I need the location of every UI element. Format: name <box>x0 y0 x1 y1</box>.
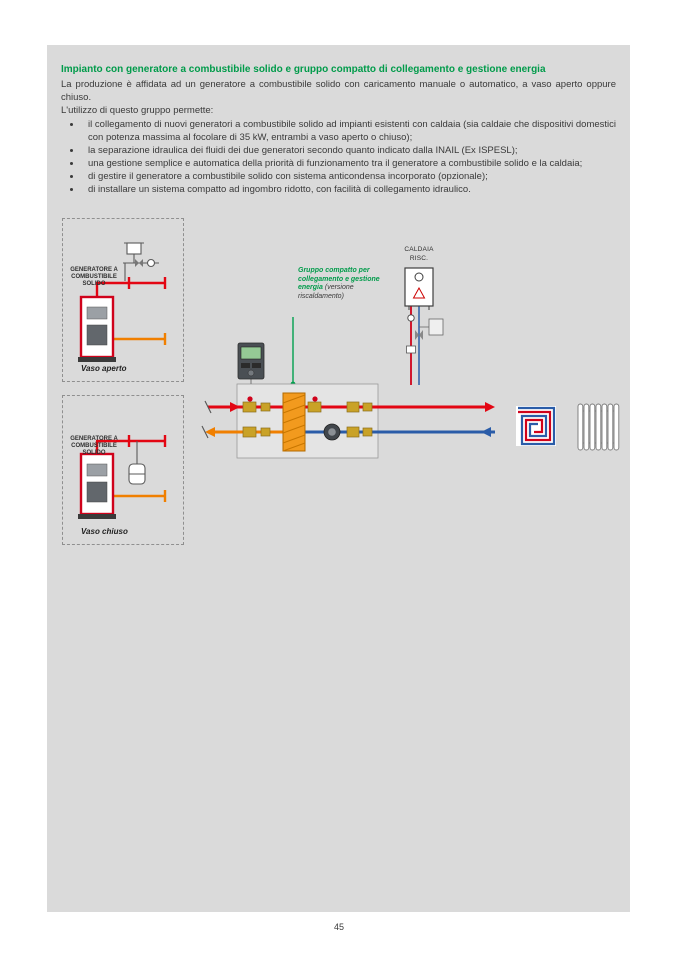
solid-fuel-boiler-icon <box>78 295 116 362</box>
caldaia-boiler-icon <box>404 267 434 310</box>
group-label-leader <box>290 317 296 387</box>
intro-paragraph: La produzione è affidata ad un generator… <box>61 79 616 103</box>
generator-label-line: GENERATORE A <box>70 436 118 442</box>
valve-icon <box>135 259 139 267</box>
feature-item: di installare un sistema compatto ad ing… <box>82 183 616 196</box>
solid-fuel-boiler-icon <box>78 452 116 519</box>
generator-label-line: SOLIDO <box>82 450 106 456</box>
heating-return-line <box>378 427 495 437</box>
generator-return-arrow <box>201 425 237 439</box>
feature-item: il collegamento di nuovi generatori a co… <box>82 118 616 144</box>
generator-label-line: GENERATORE A <box>70 267 118 273</box>
feature-list: il collegamento di nuovi generatori a co… <box>61 118 616 196</box>
group-label-bold: Gruppo compatto per collegamento e gesti… <box>298 267 380 291</box>
compact-group-enclosure <box>236 383 379 459</box>
caldaia-title: CALDAIA <box>404 246 434 253</box>
vaso-aperto-schematic <box>78 242 167 362</box>
vaso-chiuso-caption: Vaso chiuso <box>81 527 128 536</box>
feature-item: una gestione semplice e automatica della… <box>82 157 616 170</box>
caldaia-label: CALDAIA RISC. <box>388 245 450 263</box>
closed-expansion-vessel-icon <box>128 463 146 485</box>
pump-icon <box>323 423 341 441</box>
heating-supply-line <box>378 402 495 412</box>
main-piping-svg <box>201 267 620 459</box>
list-intro: L'utilizzo di questo gruppo permette: <box>61 105 214 116</box>
text-block: Impianto con generatore a combustibile s… <box>47 45 630 196</box>
content-panel: Impianto con generatore a combustibile s… <box>47 45 630 912</box>
supply-pipe <box>95 277 167 297</box>
system-diagram: GENERATORE A COMBUSTIBILE SOLIDO Vaso ap… <box>47 215 630 560</box>
vaso-aperto-panel: GENERATORE A COMBUSTIBILE SOLIDO Vaso ap… <box>62 218 184 382</box>
radiator-icon <box>577 403 620 451</box>
generator-label-line: COMBUSTIBILE <box>71 274 117 280</box>
vaso-chiuso-panel: GENERATORE A COMBUSTIBILE SOLIDO Vaso ch… <box>62 395 184 545</box>
supply-pipe <box>95 435 167 454</box>
group-label-normal: (versione riscaldamento) <box>298 284 354 300</box>
section-title: Impianto con generatore a combustibile s… <box>61 64 546 75</box>
generator-label-line: COMBUSTIBILE <box>71 443 117 449</box>
feature-item: la separazione idraulica dei fluidi dei … <box>82 144 616 157</box>
feature-item: di gestire il generatore a combustibile … <box>82 170 616 183</box>
valve-icon <box>139 259 143 267</box>
generator-label: GENERATORE A COMBUSTIBILE SOLIDO <box>66 267 122 288</box>
return-pipe <box>113 333 167 345</box>
page-number: 45 <box>333 922 344 932</box>
return-pipe <box>113 490 167 502</box>
valve-assembly-bottom <box>242 426 373 438</box>
generator-label: GENERATORE A COMBUSTIBILE SOLIDO <box>66 436 122 457</box>
controller-display-icon <box>237 342 265 384</box>
floor-heating-icon <box>516 406 556 446</box>
vaso-aperto-caption: Vaso aperto <box>81 364 127 373</box>
caldaia-subtitle: RISC. <box>409 255 429 262</box>
valve-assembly-top <box>242 396 373 413</box>
generator-supply-arrow <box>204 400 240 414</box>
group-compact-label: Gruppo compatto per collegamento e gesti… <box>298 267 382 301</box>
caldaia-risers <box>406 306 444 385</box>
heat-exchanger-icon <box>282 392 306 452</box>
vaso-chiuso-schematic <box>78 435 167 519</box>
generator-label-line: SOLIDO <box>82 281 106 287</box>
